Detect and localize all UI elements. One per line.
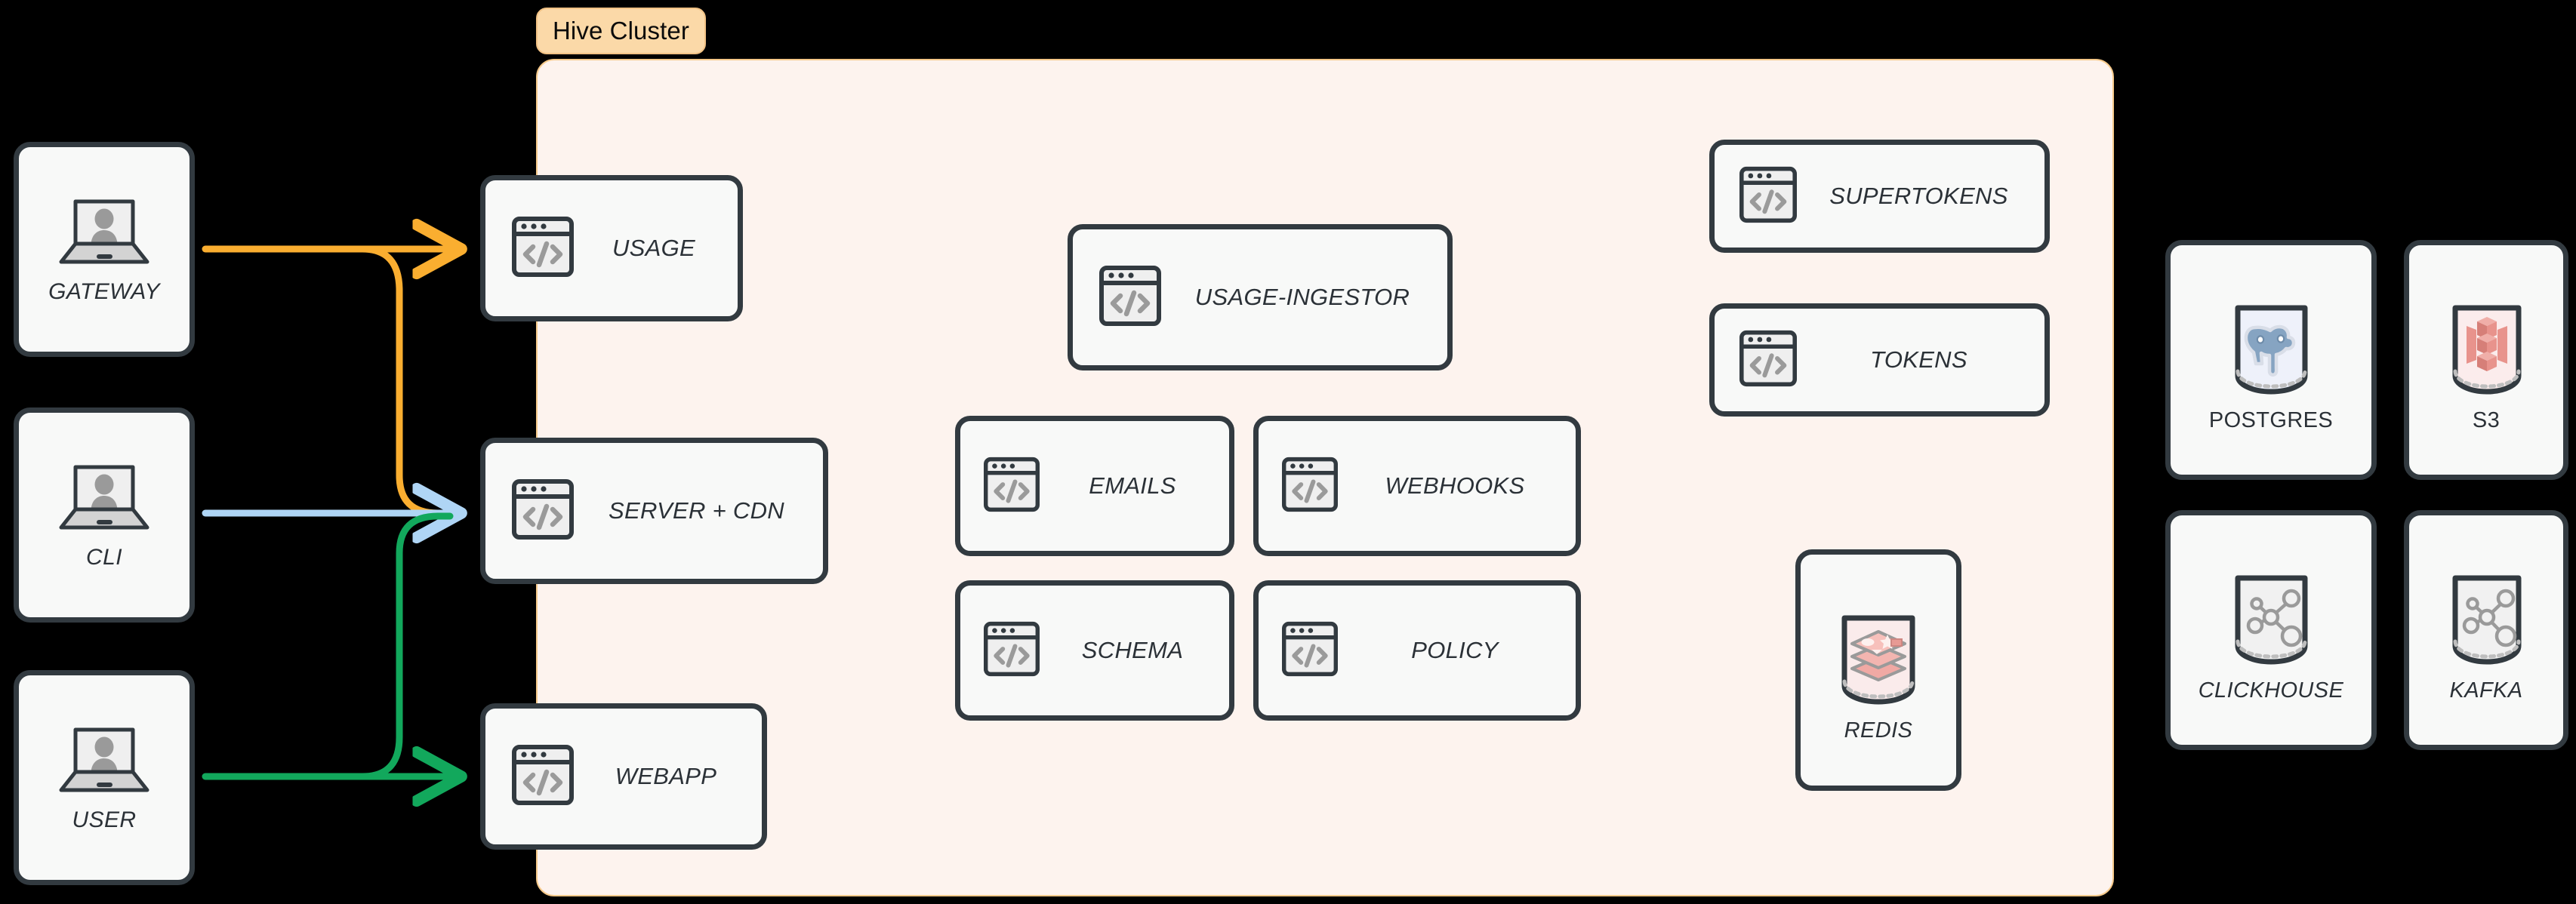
code-window-icon [983, 457, 1040, 516]
store-node-postgres[interactable]: POSTGRES [2165, 240, 2377, 480]
service-node-schema[interactable]: SCHEMA [955, 580, 1234, 721]
service-label-tokens: TOKENS [1870, 346, 1967, 373]
service-node-webhooks[interactable]: WEBHOOKS [1253, 416, 1581, 556]
code-window-icon [511, 744, 575, 810]
kafka-cylinder-icon [2432, 557, 2541, 674]
redis-cylinder-icon [1825, 597, 1932, 714]
code-window-icon [511, 216, 575, 281]
code-window-icon [1739, 166, 1798, 227]
code-window-icon [511, 478, 575, 544]
service-label-supertokens: SUPERTOKENS [1829, 183, 2008, 209]
service-label-server-cdn: SERVER + CDN [608, 497, 784, 524]
laptop-user-icon [54, 460, 154, 537]
service-node-emails[interactable]: EMAILS [955, 416, 1234, 556]
service-node-tokens[interactable]: TOKENS [1709, 303, 2050, 417]
service-label-usage-ingestor: USAGE-INGESTOR [1194, 284, 1410, 310]
service-label-policy: POLICY [1411, 637, 1499, 663]
service-label-emails: EMAILS [1089, 472, 1176, 499]
store-label-postgres: POSTGRES [2208, 408, 2334, 432]
store-label-redis: REDIS [1844, 718, 1913, 743]
postgres-cylinder-icon [2217, 287, 2326, 404]
store-node-redis[interactable]: REDIS [1795, 549, 1961, 791]
service-node-usage-ingestor[interactable]: USAGE-INGESTOR [1068, 224, 1453, 371]
service-node-webapp[interactable]: WEBAPP [480, 703, 767, 850]
s3-cylinder-icon [2432, 287, 2541, 404]
client-node-cli[interactable]: CLI [14, 407, 195, 623]
store-label-clickhouse: CLICKHOUSE [2198, 678, 2344, 703]
store-label-kafka: KAFKA [2449, 678, 2523, 703]
service-label-usage: USAGE [612, 235, 696, 261]
code-window-icon [1281, 457, 1339, 516]
store-node-clickhouse[interactable]: CLICKHOUSE [2165, 510, 2377, 750]
code-window-icon [1098, 265, 1162, 331]
client-label-cli: CLI [86, 545, 122, 570]
code-window-icon [983, 621, 1040, 681]
store-node-kafka[interactable]: KAFKA [2404, 510, 2568, 750]
client-node-user[interactable]: USER [14, 670, 195, 885]
store-node-s3[interactable]: S3 [2404, 240, 2568, 480]
edge-gateway-to-server-cdn [359, 245, 454, 517]
clickhouse-cylinder-icon [2217, 557, 2326, 674]
service-label-webapp: WEBAPP [615, 763, 717, 789]
client-node-gateway[interactable]: GATEWAY [14, 142, 195, 357]
service-node-usage[interactable]: USAGE [480, 175, 743, 321]
service-label-webhooks: WEBHOOKS [1385, 472, 1525, 499]
laptop-user-icon [54, 722, 154, 800]
store-label-s3: S3 [2472, 408, 2501, 432]
laptop-user-icon [54, 194, 154, 272]
client-label-gateway: GATEWAY [48, 279, 160, 304]
edge-user-to-server-cdn [359, 512, 454, 780]
service-node-policy[interactable]: POLICY [1253, 580, 1581, 721]
service-label-schema: SCHEMA [1081, 637, 1184, 663]
code-window-icon [1739, 330, 1798, 391]
code-window-icon [1281, 621, 1339, 681]
hive-cluster-label: Hive Cluster [536, 8, 706, 54]
client-label-user: USER [72, 807, 137, 832]
service-node-server-cdn[interactable]: SERVER + CDN [480, 438, 828, 584]
service-node-supertokens[interactable]: SUPERTOKENS [1709, 140, 2050, 253]
